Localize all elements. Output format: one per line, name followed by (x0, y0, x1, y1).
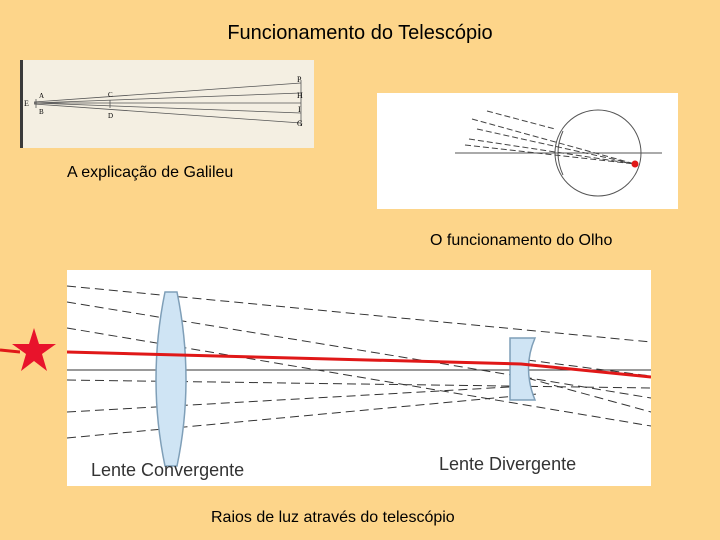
telescope-diagram: Lente Convergente Lente Divergente (66, 270, 652, 486)
galileo-diagram: E A B C D P H I G (20, 60, 314, 148)
label-h: H (297, 91, 303, 100)
label-c: C (108, 91, 113, 99)
converging-lens-label: Lente Convergente (91, 460, 245, 480)
label-i: I (298, 105, 301, 114)
label-b: B (39, 108, 44, 116)
telescope-caption: Raios de luz através do telescópio (211, 509, 455, 526)
page-title: Funcionamento do Telescópio (227, 22, 493, 44)
label-g: G (297, 119, 303, 128)
star-icon (12, 328, 56, 371)
eye-caption: O funcionamento do Olho (430, 232, 613, 249)
label-a: A (39, 92, 44, 100)
eye-diagram (377, 93, 678, 209)
ray-stub (0, 348, 20, 354)
label-e: E (24, 99, 29, 108)
galileo-caption: A explicação de Galileu (67, 164, 234, 181)
diverging-lens-label: Lente Divergente (439, 454, 577, 474)
label-d: D (108, 112, 113, 120)
label-p: P (297, 75, 302, 84)
